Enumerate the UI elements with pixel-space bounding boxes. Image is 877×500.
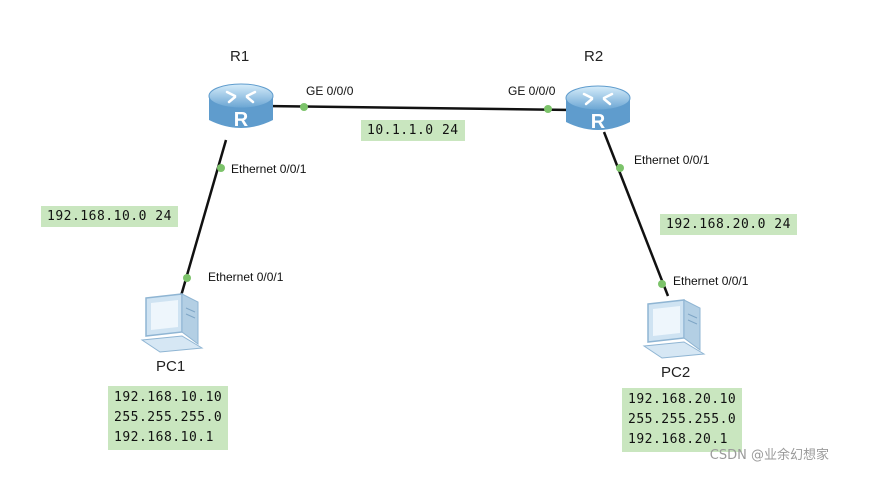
pc2-ip-config: 192.168.20.10 255.255.255.0 192.168.20.1 — [622, 388, 743, 452]
port-label-pc1-eth: Ethernet 0/0/1 — [208, 270, 284, 284]
pc1-label: PC1 — [156, 358, 186, 375]
svg-text:R: R — [591, 111, 606, 133]
port-dot-r2-ge — [544, 105, 552, 113]
port-dot-r2-eth — [616, 164, 624, 172]
port-label-r1-ge: GE 0/0/0 — [306, 84, 354, 98]
router-r2-label: R2 — [584, 48, 604, 65]
port-dot-r1-eth — [217, 164, 225, 172]
pc2-ip-address: 192.168.20.10 — [628, 392, 737, 407]
pc-pc2[interactable] — [640, 298, 710, 365]
pc2-gateway: 192.168.20.1 — [628, 432, 728, 447]
svg-text:R: R — [234, 109, 249, 131]
router-r2[interactable]: R — [562, 80, 634, 145]
pc-pc1[interactable] — [138, 292, 208, 359]
port-label-pc2-eth: Ethernet 0/0/1 — [673, 274, 749, 288]
port-dot-pc1-eth — [183, 274, 191, 282]
link-r2-pc2 — [602, 131, 670, 297]
watermark: CSDN @业余幻想家 — [709, 448, 829, 463]
router-r1[interactable]: R — [205, 78, 277, 143]
port-dot-r1-ge — [300, 103, 308, 111]
router-icon: R — [208, 83, 274, 131]
pc2-label: PC2 — [661, 364, 691, 381]
port-label-r2-ge: GE 0/0/0 — [508, 84, 556, 98]
pc-icon — [140, 293, 204, 353]
port-label-r2-eth: Ethernet 0/0/1 — [634, 153, 710, 167]
link-r1-r2 — [264, 104, 574, 112]
router-r1-label: R1 — [230, 48, 250, 65]
port-dot-pc2-eth — [658, 280, 666, 288]
pc2-subnet-mask: 255.255.255.0 — [628, 412, 737, 427]
pc1-ip-address: 192.168.10.10 — [114, 390, 223, 405]
router-icon: R — [565, 85, 631, 133]
network-label-r1-pc1: 192.168.10.0 24 — [41, 206, 178, 227]
port-label-r1-eth: Ethernet 0/0/1 — [231, 162, 307, 176]
pc-icon — [642, 299, 706, 359]
network-label-r2-pc2: 192.168.20.0 24 — [660, 214, 797, 235]
pc1-subnet-mask: 255.255.255.0 — [114, 410, 223, 425]
pc1-ip-config: 192.168.10.10 255.255.255.0 192.168.10.1 — [108, 386, 229, 450]
pc1-gateway: 192.168.10.1 — [114, 430, 214, 445]
network-label-r1-r2: 10.1.1.0 24 — [361, 120, 465, 141]
